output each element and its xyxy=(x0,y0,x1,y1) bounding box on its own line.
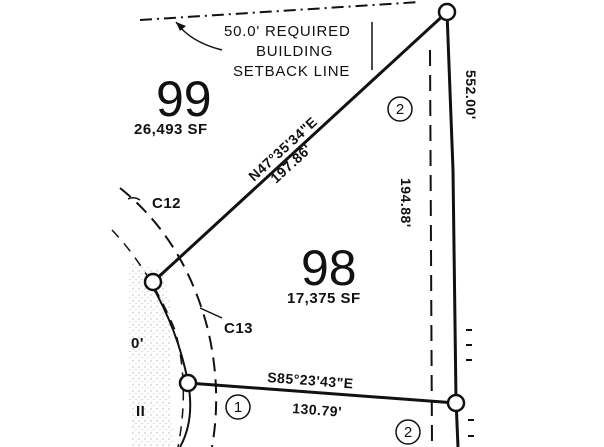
curve-arc-dashed-outer xyxy=(119,187,218,447)
setback-line-east-dashed xyxy=(429,49,433,447)
edge-fragment-right: 552.00' xyxy=(463,70,479,120)
circled-ref-top-text: 2 xyxy=(396,101,404,118)
edge-fragment-left-mid: 0' xyxy=(131,335,144,352)
lot-line-east-boundary xyxy=(445,11,460,447)
corner-monument-west xyxy=(143,272,163,292)
circled-ref-bottom-right xyxy=(395,419,421,445)
corner-monument-southeast xyxy=(446,393,466,413)
lot-99-area: 26,493 SF xyxy=(134,121,208,138)
lot-line-south xyxy=(187,381,457,405)
setback-note-line2: BUILDING xyxy=(256,43,333,60)
c13-leader xyxy=(199,307,223,319)
curve-label-c12: C12 xyxy=(152,195,181,212)
setback-note-line3: SETBACK LINE xyxy=(233,63,350,80)
setback-line-top xyxy=(139,1,421,21)
circled-ref-bottom-left xyxy=(225,394,251,420)
corner-monument-southwest xyxy=(178,373,198,393)
circled-ref-bottom-left-text: 1 xyxy=(234,399,242,416)
circled-ref-bottom-right-text: 2 xyxy=(404,424,412,441)
right-edge-ticks xyxy=(466,329,474,437)
lot-98-area: 17,375 SF xyxy=(287,290,361,307)
lot-98-number: 98 xyxy=(301,240,357,296)
setback-note-line1: 50.0' REQUIRED xyxy=(224,23,351,40)
curve-arc-dashed-inner xyxy=(111,229,185,447)
corner-monument-top xyxy=(437,2,457,22)
lot-line-northeast xyxy=(151,10,449,284)
line-east-distance: 194.88' xyxy=(398,178,414,228)
c12-leader xyxy=(127,196,141,201)
arrowhead xyxy=(176,22,186,31)
line-south-bearing: S85°23'43"E xyxy=(267,369,354,391)
curve-label-c13: C13 xyxy=(224,320,253,337)
lot-99-number: 99 xyxy=(156,71,212,127)
line-south-distance: 130.79' xyxy=(292,400,343,420)
circled-ref-top xyxy=(387,96,413,122)
edge-fragment-left-bottom: II xyxy=(136,403,145,420)
